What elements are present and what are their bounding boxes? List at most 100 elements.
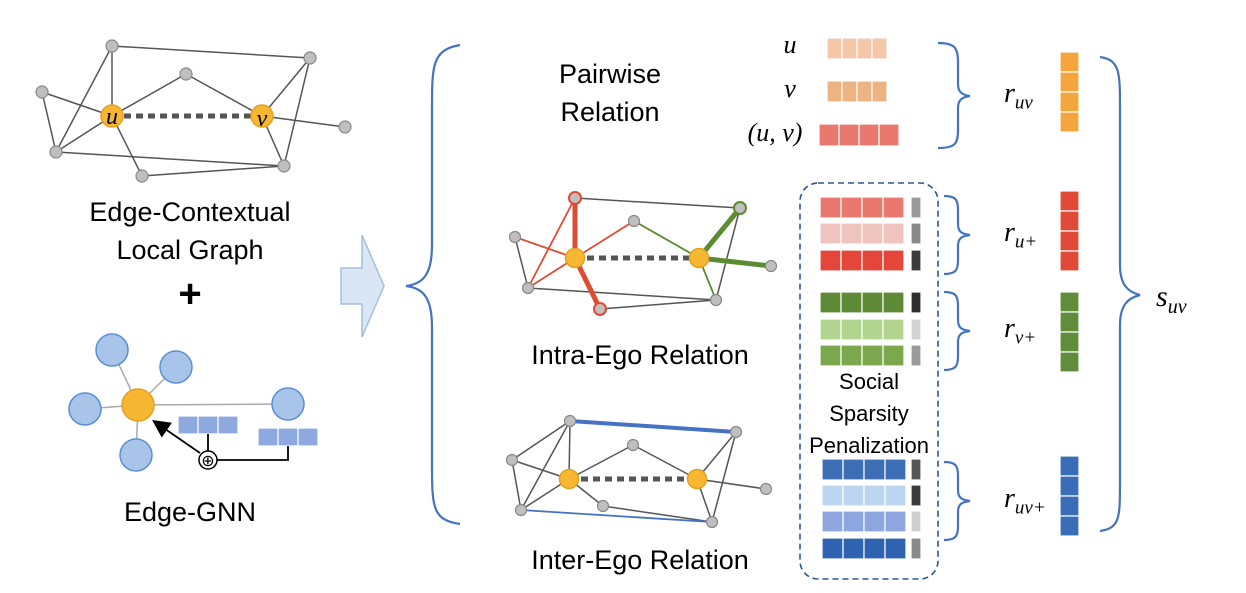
vector-cell: [882, 291, 905, 314]
r-u-plus-label: ru+: [1004, 217, 1038, 253]
vector-cell: [840, 291, 863, 314]
vector-cell: [882, 318, 905, 341]
vector-cell: [861, 222, 884, 245]
edge-gnn-illustration: ⊕: [68, 333, 319, 472]
vector-cell: [818, 123, 840, 147]
vector-cell: [882, 196, 905, 219]
vector-cell: [861, 291, 884, 314]
vector-cell: [838, 123, 860, 147]
intra-node-u: [564, 247, 586, 269]
inter-node-u: [558, 468, 580, 490]
vector-cell: [821, 484, 844, 507]
gnn-neighbor-node: [119, 438, 153, 472]
node-u: [100, 104, 124, 128]
gate-cell: [910, 291, 922, 314]
graph-node: [105, 39, 119, 53]
gate-cell: [910, 249, 922, 272]
vector-cell: [1059, 51, 1080, 73]
vector-cell: [277, 427, 299, 447]
vector-cell: [819, 249, 842, 272]
plus-sign: +: [178, 272, 202, 316]
small-braces: [937, 41, 971, 542]
vector-cell: [197, 415, 219, 435]
vector-cell: [863, 537, 886, 560]
vector-cell: [884, 484, 907, 507]
vector-cell: [861, 196, 884, 219]
vector-cell: [856, 37, 873, 60]
gate-cell: [910, 484, 922, 507]
graph-node: [303, 51, 317, 65]
r-uv-label: ruv: [1004, 78, 1033, 114]
gate-cell: [910, 458, 922, 481]
vector-cell: [871, 37, 888, 60]
vector-cell: [884, 537, 907, 560]
vector-cell: [819, 196, 842, 219]
vector-cell: [217, 415, 239, 435]
gnn-neighbor-node: [271, 387, 305, 421]
vector-cell: [826, 37, 843, 60]
inter-ego-graph: [505, 414, 773, 529]
inter-node-v: [686, 468, 708, 490]
pairwise-v-label: v: [784, 74, 796, 103]
vector-cell: [842, 510, 865, 533]
gnn-neighbor-node: [159, 350, 193, 384]
graph-node: [277, 159, 291, 173]
vector-cell: [840, 196, 863, 219]
intra-node-v: [688, 247, 710, 269]
gate-cell: [910, 344, 922, 367]
intra-ego-graph: [508, 191, 778, 316]
vector-cell: [821, 537, 844, 560]
penalty-line3: Penalization: [809, 433, 929, 458]
vector-cell: [826, 80, 843, 103]
gnn-neighbor-node: [95, 333, 129, 367]
vector-cell: [858, 123, 880, 147]
vector-cell: [840, 344, 863, 367]
penalty-line1: Social: [839, 369, 899, 394]
vector-cell: [863, 510, 886, 533]
vector-cell: [840, 249, 863, 272]
node-v-label: v: [257, 106, 268, 132]
vector-cell: [841, 37, 858, 60]
vector-cell: [861, 249, 884, 272]
edge-gnn-caption: Edge-GNN: [123, 497, 257, 527]
flow-arrow-icon: [340, 234, 385, 338]
s-uv-label: suv: [1156, 280, 1187, 318]
vector-cell: [297, 427, 319, 447]
vector-cell: [1059, 291, 1080, 313]
graph-node: [35, 85, 49, 99]
vector-cell: [1059, 111, 1080, 133]
graph-node: [135, 169, 149, 183]
vector-cell: [878, 123, 900, 147]
vector-cell: [882, 344, 905, 367]
vector-cell: [863, 484, 886, 507]
vector-cell: [1059, 190, 1080, 212]
graph-node: [49, 145, 63, 159]
vector-cell: [1059, 250, 1080, 272]
vector-cell: [884, 458, 907, 481]
vector-cell: [842, 537, 865, 560]
pairwise-u-label: u: [783, 30, 797, 59]
graph-node: [179, 67, 193, 81]
pairwise-line1: Pairwise: [558, 59, 662, 89]
vector-cell: [856, 80, 873, 103]
vector-cell: [821, 510, 844, 533]
r-uv-plus-label: ruv+: [1004, 483, 1046, 519]
vector-cell: [861, 344, 884, 367]
vector-cell: [819, 222, 842, 245]
gate-cell: [910, 510, 922, 533]
vector-cell: [1059, 515, 1080, 537]
gate-cell: [910, 318, 922, 341]
right-big-brace: [1099, 55, 1141, 533]
vector-cell: [841, 80, 858, 103]
pairwise-uv-text: (u, v): [747, 118, 803, 147]
vector-cell: [861, 318, 884, 341]
pairwise-uv-label: (u, v): [730, 118, 820, 148]
social-sparsity-penalization-box: [799, 182, 939, 580]
gate-cell: [910, 222, 922, 245]
vector-cell: [819, 291, 842, 314]
vector-cell: [177, 415, 199, 435]
vector-cell: [863, 458, 886, 481]
vector-cell: [821, 458, 844, 481]
vector-cell: [882, 222, 905, 245]
